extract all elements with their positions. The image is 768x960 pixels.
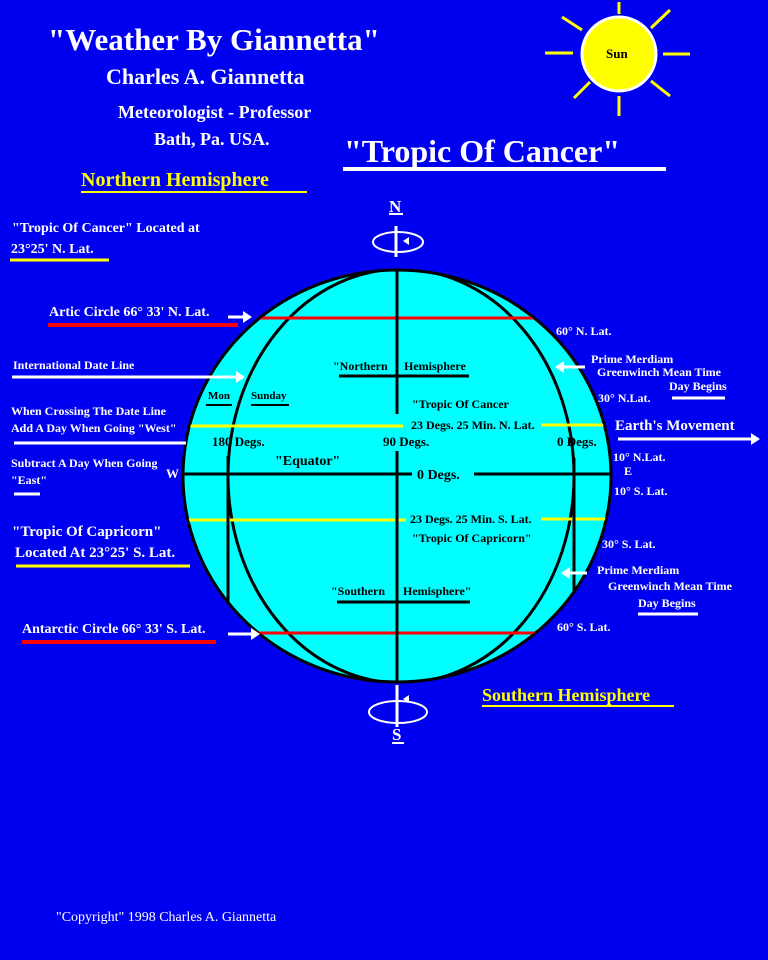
author-role: Meteorologist - Professor [118,102,312,122]
tropic-capricorn-note-1: "Tropic Of Capricorn" [12,524,162,540]
author-location: Bath, Pa. USA. [154,129,270,149]
tropic-capricorn-note-2: Located At 23°25' S. Lat. [15,545,176,561]
tropic-cancer-note-1: "Tropic Of Cancer" Located at [12,221,200,236]
prime-meridian-s-label: Prime Merdiam [597,563,680,577]
lat-60n-label: 60° N. Lat. [556,324,612,338]
lat-60s-label: 60° S. Lat. [557,620,611,634]
globe [181,268,613,684]
east-label: E [624,464,633,478]
equator-label: "Equator" [275,454,341,469]
page-title: "Tropic Of Cancer" [344,133,621,169]
earth-movement-label: Earth's Movement [615,418,735,434]
arrow-left-icon [555,361,585,373]
gmt-label: Greenwinch Mean Time [597,365,721,379]
sun-label: Sun [606,46,628,61]
arrow-left-icon [561,567,587,579]
south-pole-rotation-icon [368,685,428,744]
sun-icon [545,2,690,116]
deg-90-label: 90 Degs. [383,434,430,449]
day-begins-label: Day Begins [669,379,727,393]
crossing-note-1: When Crossing The Date Line [11,404,166,418]
lat-30s-label: 30° S. Lat. [602,537,656,551]
day-begins-s-label: Day Begins [638,596,696,610]
subtract-note-1: Subtract A Day When Going [11,456,158,470]
arrow-right-icon [228,311,252,323]
lat-10s-label: 10° S. Lat. [614,484,668,498]
tropic-capricorn-value: 23 Degs. 25 Min. S. Lat. [410,512,532,526]
tropic-cancer-value: 23 Degs. 25 Min. N. Lat. [411,418,535,432]
tropic-cancer-name: "Tropic Of Cancer [412,397,509,411]
date-line-label: International Date Line [13,358,135,372]
subtract-note-2: "East" [11,473,47,487]
copyright-notice: "Copyright" 1998 Charles A. Giannetta [56,910,277,925]
northern-label-right: Hemisphere [404,359,466,373]
deg-0-label: 0 Degs. [557,434,597,449]
lat-30n-label: 30° N.Lat. [598,391,651,405]
southern-hemisphere-heading: Southern Hemisphere [482,685,651,705]
site-title: "Weather By Giannetta" [48,22,380,57]
south-pole-label: S [392,725,402,744]
northern-label-left: "Northern [333,359,388,373]
equator-value: 0 Degs. [417,468,460,483]
northern-hemisphere-heading: Northern Hemisphere [81,169,269,191]
prime-meridian-label: Prime Merdiam [591,352,674,366]
tropic-cancer-note-2: 23°25' N. Lat. [11,242,94,257]
crossing-note-2: Add A Day When Going "West" [11,421,177,435]
gmt-s-label: Greenwinch Mean Time [608,579,732,593]
southern-label-right: Hemisphere" [403,584,472,598]
mon-label: Mon [208,390,230,402]
sunday-label: Sunday [251,390,287,402]
north-pole-rotation-icon [372,213,424,257]
tropic-capricorn-name: "Tropic Of Capricorn" [412,531,532,545]
author-name: Charles A. Giannetta [106,64,305,89]
date-line-arrow-icon [12,371,245,383]
earth-movement-arrow-icon [618,433,760,445]
lat-10n-label: 10° N.Lat. [613,450,666,464]
deg-180-label: 180 Degs. [212,434,265,449]
west-label: W [166,466,179,481]
arctic-circle-label: Artic Circle 66° 33' N. Lat. [49,305,210,320]
arrow-right-icon [228,628,260,640]
north-pole-label: N [389,197,402,216]
antarctic-circle-label: Antarctic Circle 66° 33' S. Lat. [22,622,206,637]
southern-label-left: "Southern [331,584,386,598]
